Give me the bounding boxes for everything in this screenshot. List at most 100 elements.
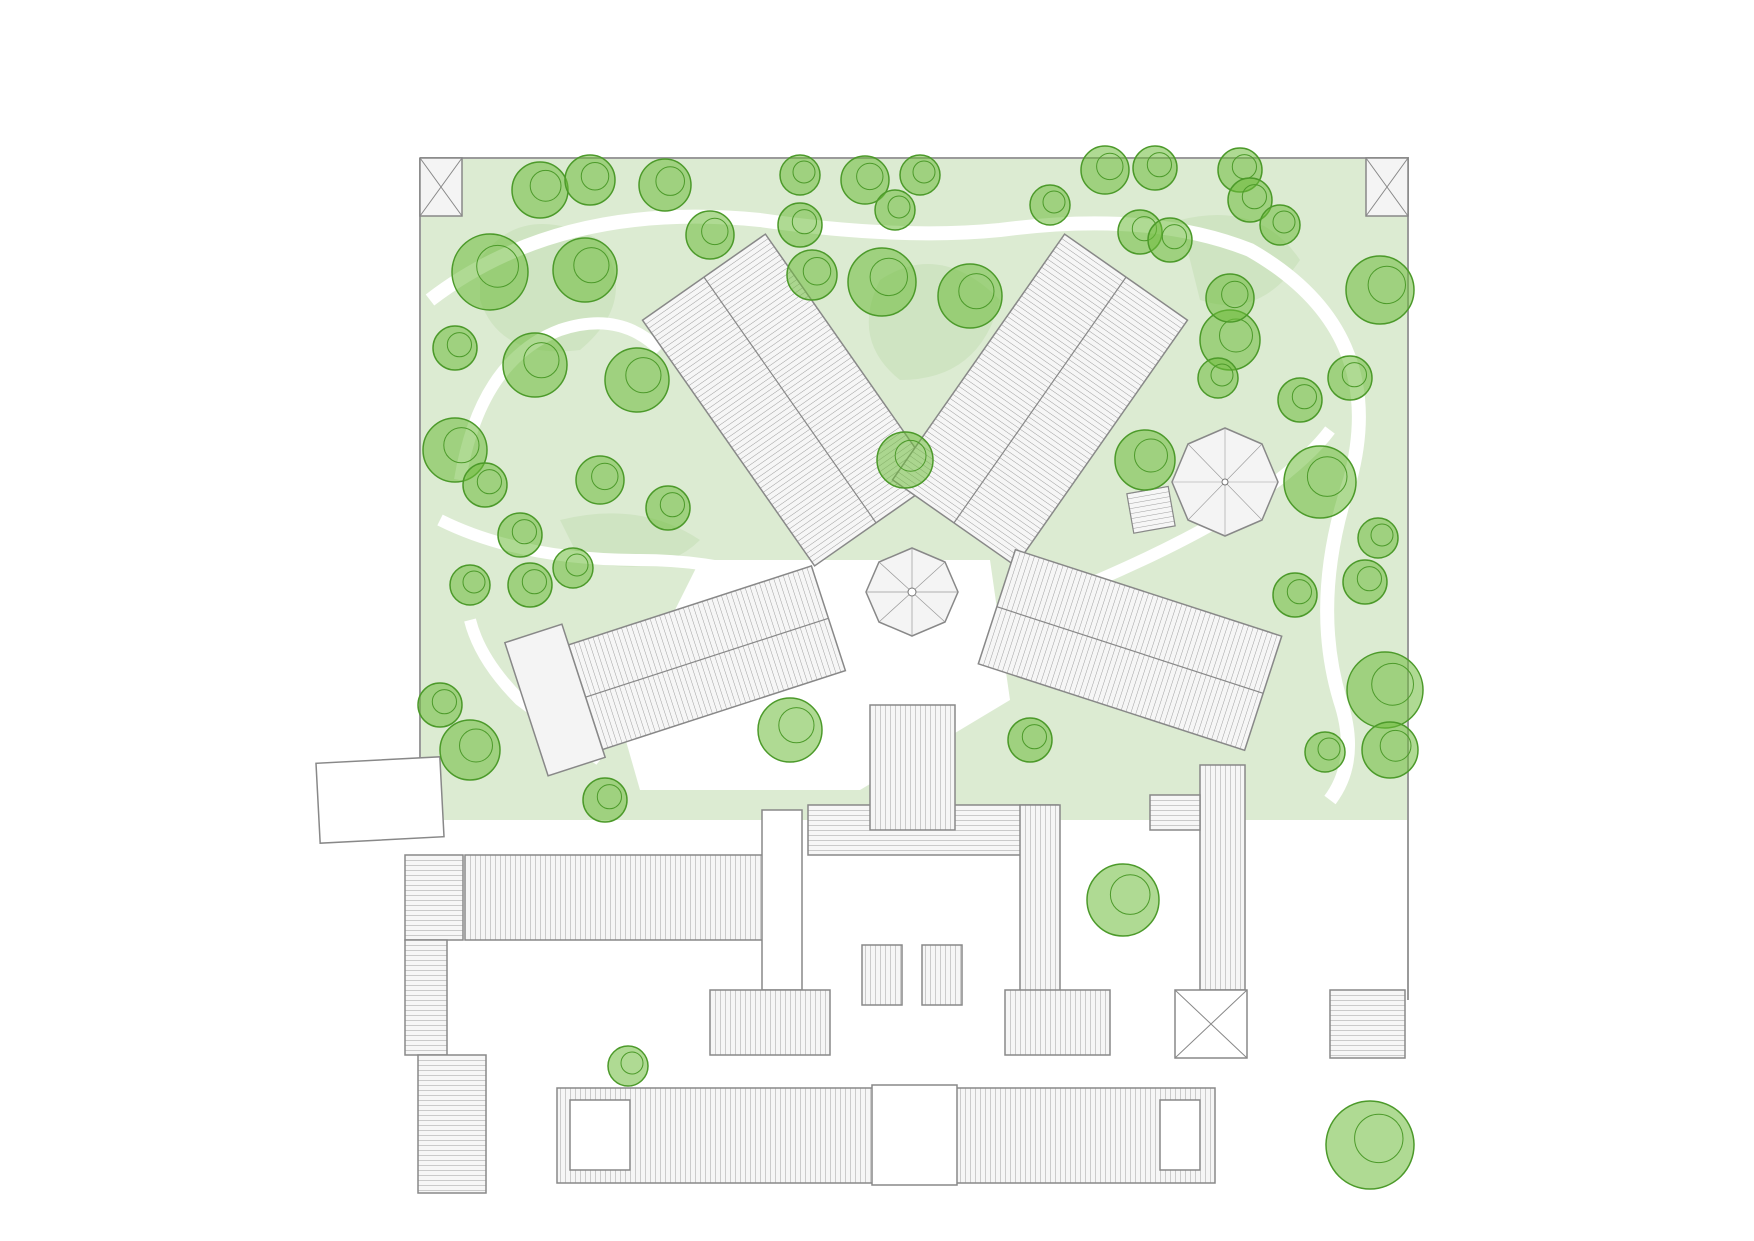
tree-canopy-detail: [565, 553, 589, 577]
tree-canopy: [1086, 863, 1160, 937]
tree-canopy: [777, 202, 823, 248]
tree-canopy-detail: [1109, 874, 1151, 915]
tree-canopy-detail: [1241, 184, 1268, 210]
tree-canopy-detail: [573, 247, 610, 284]
tree-canopy: [582, 777, 628, 823]
tree-canopy: [422, 417, 488, 483]
tree-canopy: [1327, 355, 1373, 401]
north-west-wing: [641, 233, 939, 567]
tree-canopy-detail: [1367, 265, 1407, 305]
tree-canopy-detail: [701, 217, 729, 246]
tree-canopy: [840, 155, 890, 205]
tree-canopy: [511, 161, 569, 219]
tree-canopy-detail: [476, 469, 502, 495]
central-rotunda: [865, 547, 959, 637]
tree-canopy-detail: [958, 273, 995, 310]
tree-canopy: [1080, 145, 1130, 195]
tree-canopy: [757, 697, 823, 763]
tree-canopy: [564, 154, 616, 206]
tree-canopy-detail: [1291, 384, 1318, 410]
tree-canopy-detail: [446, 332, 472, 358]
tree-canopy-detail: [655, 166, 686, 196]
tree-canopy-detail: [511, 519, 538, 545]
corner-tower-nw: [419, 157, 463, 217]
tree-canopy: [1114, 429, 1176, 491]
tree-canopy: [449, 564, 491, 606]
tree-canopy: [1007, 717, 1053, 763]
tree-canopy-detail: [1371, 662, 1414, 706]
tree-canopy: [607, 1045, 649, 1087]
tree-canopy-detail: [778, 707, 815, 744]
tree-canopy-detail: [459, 728, 493, 763]
east-wing: [977, 548, 1283, 752]
tree-canopy-detail: [476, 244, 520, 288]
tree-canopy: [552, 547, 594, 589]
tree-canopy-detail: [792, 160, 816, 184]
tree-canopy-detail: [802, 257, 832, 286]
tree-canopy: [1147, 217, 1193, 263]
trees: [417, 145, 1424, 1190]
tree-canopy-detail: [1096, 152, 1124, 181]
north-east-wing: [891, 233, 1189, 567]
tree-canopy-detail: [659, 492, 686, 518]
tree-canopy: [937, 263, 1003, 329]
tree-canopy-detail: [620, 1051, 644, 1075]
tree-canopy: [1259, 204, 1301, 246]
tree-canopy: [1277, 377, 1323, 423]
tree-canopy: [502, 332, 568, 398]
tree-canopy-detail: [1370, 523, 1394, 547]
tree-canopy: [1345, 255, 1415, 325]
tree-canopy-detail: [1221, 280, 1249, 309]
tree-canopy: [1197, 357, 1239, 399]
tree-canopy-detail: [1272, 210, 1296, 234]
tree-canopy: [874, 189, 916, 231]
tree-canopy-detail: [1341, 362, 1368, 388]
tree-canopy-detail: [894, 439, 927, 472]
tree-canopy: [899, 154, 941, 196]
tree-canopy: [1283, 445, 1357, 519]
tree-canopy-detail: [1134, 438, 1168, 473]
tree-canopy-detail: [625, 357, 662, 394]
tree-canopy: [685, 210, 735, 260]
tree-canopy: [507, 562, 553, 608]
tree-canopy: [604, 347, 670, 413]
tree-canopy: [638, 158, 692, 212]
tree-canopy-detail: [1354, 1113, 1404, 1164]
tree-canopy: [1361, 721, 1419, 779]
tree-canopy: [497, 512, 543, 558]
tree-canopy-detail: [443, 427, 480, 464]
tree-canopy-detail: [1356, 566, 1383, 592]
tree-canopy-detail: [1286, 579, 1313, 605]
corner-tower-ne: [1365, 157, 1409, 217]
tree-canopy-detail: [1042, 190, 1066, 214]
tree-canopy: [462, 462, 508, 508]
tree-canopy-detail: [431, 689, 457, 715]
tree-canopy-detail: [521, 569, 548, 595]
tree-canopy: [876, 431, 934, 489]
tree-canopy: [645, 485, 691, 531]
tree-canopy: [847, 247, 917, 317]
tree-canopy: [1304, 731, 1346, 773]
tree-canopy: [1272, 572, 1318, 618]
tree-canopy-detail: [791, 209, 818, 235]
tree-canopy-detail: [1379, 729, 1412, 762]
main-building: [315, 704, 1406, 1194]
tree-canopy: [786, 249, 838, 301]
tree-canopy: [1227, 177, 1273, 223]
tree-canopy: [1342, 559, 1388, 605]
tree-canopy: [432, 325, 478, 371]
tree-canopy-detail: [912, 160, 936, 184]
tree-canopy: [779, 154, 821, 196]
tree-canopy: [575, 455, 625, 505]
tree-canopy-detail: [1210, 363, 1234, 387]
tree-canopy: [1357, 517, 1399, 559]
tree-canopy: [1346, 651, 1424, 729]
tree-canopy-detail: [856, 162, 884, 191]
west-wing: [503, 565, 847, 777]
tree-canopy-detail: [580, 162, 610, 191]
tree-canopy-detail: [523, 342, 560, 379]
tree-canopy-detail: [591, 462, 619, 491]
tree-canopy: [1029, 184, 1071, 226]
tree-canopy: [417, 682, 463, 728]
